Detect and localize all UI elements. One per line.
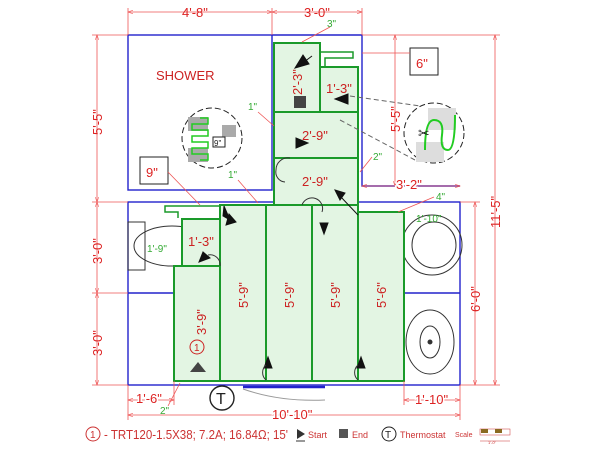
- mat-section: [273, 157, 359, 206]
- legend-cable-spec: - TRT120-1.5X38; 7.2A; 16.84Ω; 15': [104, 427, 288, 442]
- cable-direction-arrows: [198, 54, 366, 369]
- mat-label: 2'-9": [302, 174, 328, 189]
- svg-text:1'-9": 1'-9": [147, 244, 167, 255]
- thermostat-legend-icon: [381, 426, 397, 442]
- offset-notes: 3" 1" 1" 2" 4" 1'-10" 2" 1'-9": [147, 19, 446, 417]
- end-icon: [339, 429, 348, 438]
- legend-cable-number: 1: [90, 430, 96, 441]
- detail-circle-right: ✂: [339, 95, 465, 164]
- scissors-icon: ✂: [418, 125, 430, 141]
- sink-inner: [419, 325, 441, 359]
- svg-text:3'-0": 3'-0": [304, 5, 330, 20]
- door-swing: [242, 388, 326, 401]
- cable-number-icon: [85, 426, 101, 442]
- mat-label: 5'-6": [374, 282, 389, 308]
- legend-start: Start: [308, 430, 328, 440]
- mat-section: [311, 204, 359, 382]
- svg-text:4": 4": [436, 192, 446, 203]
- detail-label: 9": [214, 139, 221, 148]
- mat-label: 5'-9": [328, 282, 343, 308]
- thermostat-legend-symbol: T: [385, 430, 391, 441]
- mat-section: [173, 265, 221, 382]
- legend-thermostat: Thermostat: [400, 430, 446, 440]
- svg-text:1'-10": 1'-10": [416, 214, 442, 225]
- mat-section: [219, 204, 267, 382]
- end-marker-icon: [294, 96, 306, 108]
- svg-text:10'-10": 10'-10": [272, 407, 313, 422]
- turn-arcs: [207, 157, 359, 381]
- svg-text:3'-0": 3'-0": [90, 238, 105, 264]
- shower-wall: [127, 34, 273, 191]
- svg-text:3": 3": [327, 19, 337, 30]
- legend-end: End: [352, 430, 368, 440]
- svg-text:4'-8": 4'-8": [182, 5, 208, 20]
- svg-text:1'-10": 1'-10": [415, 392, 449, 407]
- mat-label: 2'-3": [290, 69, 305, 95]
- svg-text:1'-6": 1'-6": [136, 391, 162, 406]
- mat-label: 1'-3": [326, 81, 352, 96]
- svg-text:1": 1": [248, 102, 258, 113]
- shower-label: SHOWER: [156, 68, 215, 83]
- mat-section: [319, 66, 359, 113]
- mat-labels: 2'-3" 1'-3" 2'-9" 2'-9" 1'-3" 3'-9" 5'-9…: [188, 69, 389, 335]
- tub-inner: [411, 221, 457, 269]
- start-icon: [297, 429, 305, 439]
- svg-text:2": 2": [373, 152, 383, 163]
- dimensions: 4'-8" 3'-0" 5'-5" 3'-0" 3'-0" 5'-5" 3'-2…: [90, 5, 503, 424]
- mat-label: 2'-9": [302, 128, 328, 143]
- svg-text:2": 2": [160, 406, 170, 417]
- mat-section: [357, 211, 405, 382]
- mat-section: [265, 204, 313, 382]
- svg-text:5'-5": 5'-5": [388, 106, 403, 132]
- svg-text:11'-5": 11'-5": [488, 195, 503, 228]
- cable-marker: [189, 339, 205, 355]
- toilet-tank: [127, 221, 146, 271]
- start-marker-icon: [190, 362, 206, 372]
- fixtures: [127, 214, 463, 375]
- mat-label: 5'-9": [282, 282, 297, 308]
- svg-text:6'-0": 6'-0": [468, 286, 483, 312]
- mat-label: 3'-9": [194, 309, 209, 335]
- svg-text:3'-0": 3'-0": [90, 330, 105, 356]
- mat-label: 5'-9": [236, 282, 251, 308]
- legend: 1 - TRT120-1.5X38; 7.2A; 16.84Ω; 15' Sta…: [85, 426, 511, 445]
- callout-label: 6": [416, 56, 428, 71]
- callout-box: [409, 47, 439, 76]
- thermostat-icon: [209, 385, 235, 411]
- cable-marker-label: 1: [194, 343, 200, 354]
- sink-outer: [405, 309, 455, 375]
- svg-text:3'-2": 3'-2": [396, 177, 422, 192]
- callout-label: 9": [146, 165, 158, 180]
- mat-section: [273, 111, 359, 159]
- legend-scale: Scale: [455, 432, 473, 439]
- mat-label: 1'-3": [188, 234, 214, 249]
- svg-text:1": 1": [228, 170, 238, 181]
- svg-text:5'-5": 5'-5": [90, 109, 105, 135]
- callout-box: [139, 156, 169, 185]
- scale-unit: 1'-0": [488, 440, 497, 445]
- thermostat-label: T: [216, 391, 226, 408]
- detail-circle-left: 9": [181, 107, 243, 169]
- scale-bar: 1'-0": [479, 428, 511, 445]
